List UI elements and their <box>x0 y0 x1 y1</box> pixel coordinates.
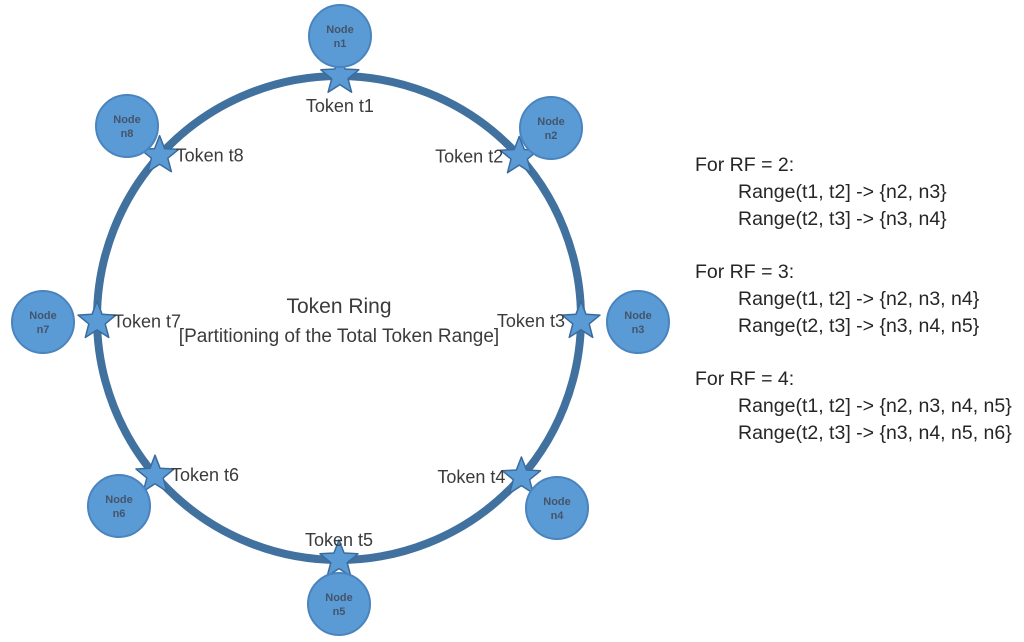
token-star-t7 <box>77 300 117 339</box>
token-label-t8: Token t8 <box>176 146 244 166</box>
token-star-t3 <box>561 300 601 339</box>
token-label-t3: Token t3 <box>497 311 565 331</box>
node-label-line2-n7: n7 <box>37 324 50 336</box>
token-star-t5 <box>319 539 359 577</box>
token-star-t4 <box>501 456 542 494</box>
rf-range-line: Range(t1, t2] -> {n2, n3} <box>738 181 947 203</box>
node-label-line1-n8: Node <box>113 114 141 126</box>
node-label-line2-n3: n3 <box>632 324 645 336</box>
rf-range-line: Range(t1, t2] -> {n2, n3, n4, n5} <box>738 395 1012 417</box>
token-ring-diagram: Token Ring [Partitioning of the Total Tok… <box>11 4 670 636</box>
node-circle-n7 <box>11 290 75 354</box>
rf-group-4: For RF = 4: Range(t1, t2] -> {n2, n3, n4… <box>695 366 1012 447</box>
rf-range-line: Range(t2, t3] -> {n3, n4, n5, n6} <box>738 422 1012 444</box>
node-label-line1-n4: Node <box>543 496 571 508</box>
replication-examples: For RF = 2: Range(t1, t2] -> {n2, n3} Ra… <box>695 152 1012 447</box>
rf-range-line: Range(t1, t2] -> {n2, n3, n4} <box>738 288 980 310</box>
rf-heading: For RF = 2: <box>695 154 795 176</box>
rf-group-2: For RF = 2: Range(t1, t2] -> {n2, n3} Ra… <box>695 152 1012 233</box>
node-label-line1-n2: Node <box>537 116 565 128</box>
node-label-line2-n5: n5 <box>333 606 346 618</box>
node-circle-n3 <box>606 290 670 354</box>
token-star-t1 <box>320 55 360 93</box>
rf-group-3: For RF = 3: Range(t1, t2] -> {n2, n3, n4… <box>695 259 1012 340</box>
node-circle-n4 <box>525 476 589 540</box>
node-label-line2-n2: n2 <box>545 130 558 142</box>
node-label-line2-n4: n4 <box>551 510 565 522</box>
ring-title: Token Ring <box>286 295 391 318</box>
node-label-line1-n7: Node <box>29 310 57 322</box>
token-label-t1: Token t1 <box>306 96 374 116</box>
token-label-t6: Token t6 <box>171 465 239 485</box>
node-label-line2-n6: n6 <box>113 508 126 520</box>
node-label-line1-n3: Node <box>624 310 652 322</box>
node-circle-n5 <box>307 572 371 636</box>
token-label-t2: Token t2 <box>435 146 503 166</box>
rf-range-line: Range(t2, t3] -> {n3, n4} <box>738 208 947 230</box>
node-label-line1-n1: Node <box>326 24 354 36</box>
rf-range-line: Range(t2, t3] -> {n3, n4, n5} <box>738 315 980 337</box>
node-label-line2-n1: n1 <box>334 38 347 50</box>
rf-heading: For RF = 3: <box>695 261 795 283</box>
node-circle-n6 <box>87 474 151 538</box>
token-star-t6 <box>135 454 175 493</box>
node-label-line1-n5: Node <box>325 592 353 604</box>
node-label-line1-n6: Node <box>105 494 133 506</box>
ring-subtitle: [Partitioning of the Total Token Range] <box>179 326 499 347</box>
node-circle-n1 <box>308 4 372 68</box>
rf-heading: For RF = 4: <box>695 368 795 390</box>
node-circle-n8 <box>95 94 159 158</box>
node-label-line2-n8: n8 <box>121 128 134 140</box>
token-label-t7: Token t7 <box>113 311 181 331</box>
token-label-t5: Token t5 <box>305 530 373 550</box>
node-circle-n2 <box>519 96 583 160</box>
token-label-t4: Token t4 <box>437 467 505 487</box>
